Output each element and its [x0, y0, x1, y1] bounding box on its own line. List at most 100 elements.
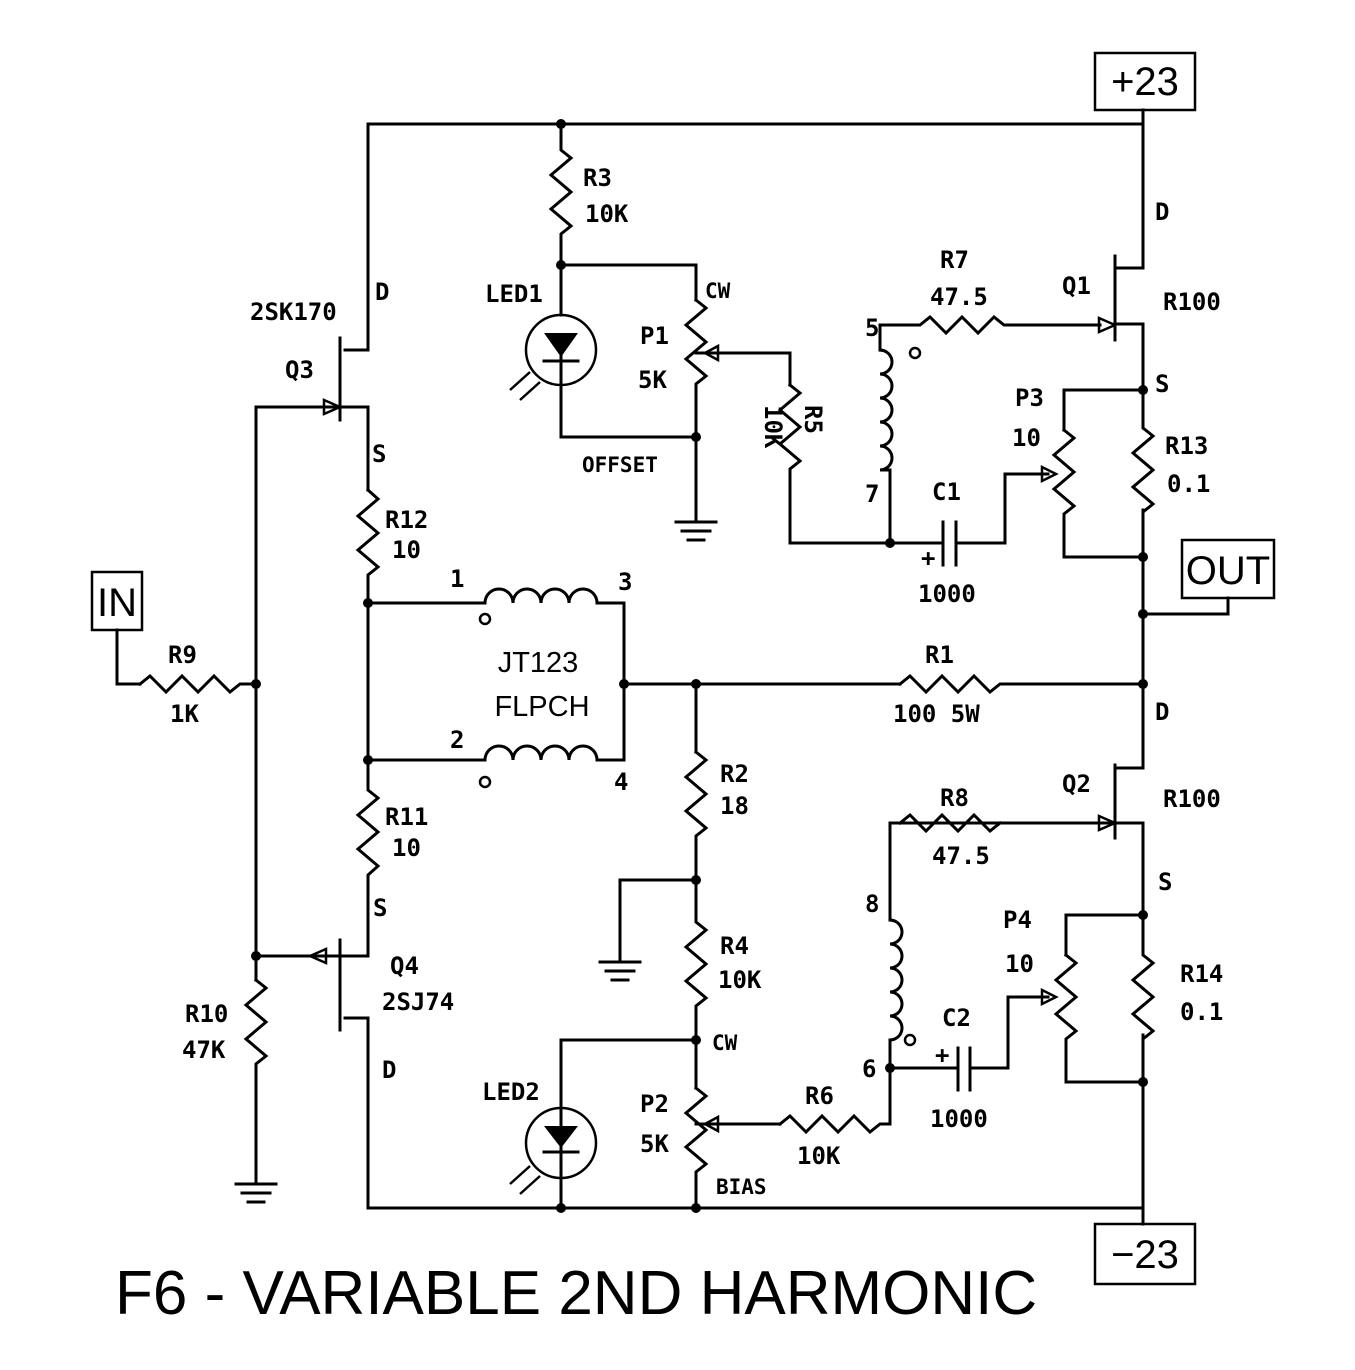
r6-value: 10K	[797, 1142, 841, 1170]
c2-value: 1000	[930, 1105, 988, 1133]
p2-cw-label: CW	[712, 1031, 738, 1055]
transformer-pin-8: 8	[865, 890, 879, 918]
r7-ref: R7	[940, 246, 969, 274]
transformer-pin-5: 5	[865, 314, 879, 342]
p2-ref: P2	[640, 1090, 669, 1118]
r14-resistor	[1130, 913, 1156, 1084]
transformer-pin-6: 6	[862, 1055, 876, 1083]
bias-label: BIAS	[716, 1175, 767, 1199]
transformer-pin-7: 7	[865, 480, 879, 508]
r1-resistor	[897, 673, 1145, 695]
c1-polarity: +	[921, 544, 935, 572]
p4-value: 10	[1005, 950, 1034, 978]
r4-value: 10K	[718, 966, 762, 994]
output-port-label: OUT	[1186, 549, 1270, 593]
c2-polarity: +	[935, 1041, 949, 1069]
r9-value: 1K	[170, 700, 199, 728]
r9-resistor	[137, 673, 258, 695]
q2-source-label: S	[1158, 868, 1172, 896]
offset-label: OFFSET	[582, 453, 658, 477]
p4-ref: P4	[1003, 906, 1032, 934]
q4-source-label: S	[373, 894, 387, 922]
q3-drain-label: D	[375, 278, 389, 306]
q4-drain-label: D	[382, 1056, 396, 1084]
negative-rail-label: −23	[1111, 1233, 1179, 1277]
negative-rail-box	[1093, 1222, 1197, 1286]
led2-ref: LED2	[482, 1078, 540, 1106]
r2-ref: R2	[720, 760, 749, 788]
ground-symbol-offset	[674, 520, 718, 542]
r11-value: 10	[392, 834, 421, 862]
q2-ref-label: Q2	[1062, 770, 1091, 798]
p1-potentiometer	[683, 297, 709, 522]
p3-value: 10	[1012, 424, 1041, 452]
schematic-title: F6 - VARIABLE 2ND HARMONIC	[115, 1259, 1037, 1328]
power-wiring	[343, 108, 1230, 1226]
p2-wiper-arrow	[702, 1114, 720, 1134]
q2-mosfet	[888, 763, 1145, 840]
transformer-name: JT123	[498, 647, 579, 679]
q2-part-label: R100	[1163, 785, 1221, 813]
ground-symbol-input	[234, 1182, 278, 1204]
q4-jfet	[254, 938, 370, 1032]
r14-ref: R14	[1180, 960, 1223, 988]
p1-value: 5K	[638, 366, 667, 394]
transformer-pin-3: 3	[618, 568, 632, 596]
led1-ref: LED1	[485, 280, 543, 308]
r13-ref: R13	[1165, 432, 1208, 460]
r3-resistor	[548, 122, 574, 267]
r12-value: 10	[392, 536, 421, 564]
r9-ref: R9	[168, 641, 197, 669]
transformer-winding-8-6	[888, 918, 904, 1070]
r8-ref: R8	[940, 784, 969, 812]
p3-ref: P3	[1015, 384, 1044, 412]
r12-ref: R12	[385, 506, 428, 534]
transformer-type: FLPCH	[494, 691, 589, 723]
led1-diode	[509, 263, 698, 439]
r4-ref: R4	[720, 932, 749, 960]
r7-value: 47.5	[930, 283, 988, 311]
q2-drain-label: D	[1155, 698, 1169, 726]
q4-ref-label: Q4	[390, 952, 419, 980]
r11-resistor	[355, 758, 381, 942]
p4-potentiometer	[1053, 952, 1145, 1084]
q1-ref-label: Q1	[1062, 272, 1091, 300]
r4-resistor	[683, 878, 709, 1090]
r7-resistor	[891, 314, 1102, 336]
p1-cw-label: CW	[705, 279, 731, 303]
q3-jfet	[254, 336, 370, 492]
transformer-pin-1: 1	[450, 565, 464, 593]
r12-resistor	[355, 487, 381, 605]
c2-capacitor	[888, 987, 1059, 1092]
ground-symbol-bias	[598, 960, 642, 982]
positive-rail-label: +23	[1111, 60, 1179, 104]
transformer-winding-5-7	[878, 348, 894, 545]
r8-value: 47.5	[932, 842, 990, 870]
transformer-primary-windings	[473, 587, 629, 789]
input-port-label: IN	[97, 581, 137, 625]
p3-potentiometer	[1051, 427, 1145, 559]
r3-ref: R3	[583, 164, 612, 192]
q1-source-label: S	[1155, 370, 1169, 398]
transformer-pin-4: 4	[614, 768, 628, 796]
r2-value: 18	[720, 792, 749, 820]
q1-mosfet	[1097, 254, 1145, 342]
c1-capacitor	[888, 464, 1059, 567]
r5-ref: R5	[799, 405, 827, 434]
r1-ref: R1	[925, 641, 954, 669]
r5-value: 10K	[759, 405, 787, 449]
q1-part-label: R100	[1163, 288, 1221, 316]
r10-ref: R10	[185, 1000, 228, 1028]
p2-potentiometer	[683, 1085, 709, 1210]
q3-source-label: S	[372, 440, 386, 468]
r10-resistor	[243, 977, 269, 1186]
c1-value: 1000	[918, 580, 976, 608]
q1-drain-label: D	[1155, 198, 1169, 226]
r10-value: 47K	[182, 1036, 226, 1064]
c2-ref: C2	[942, 1004, 971, 1032]
led2-diode	[509, 1106, 598, 1210]
r6-ref: R6	[805, 1082, 834, 1110]
r3-value: 10K	[585, 200, 629, 228]
